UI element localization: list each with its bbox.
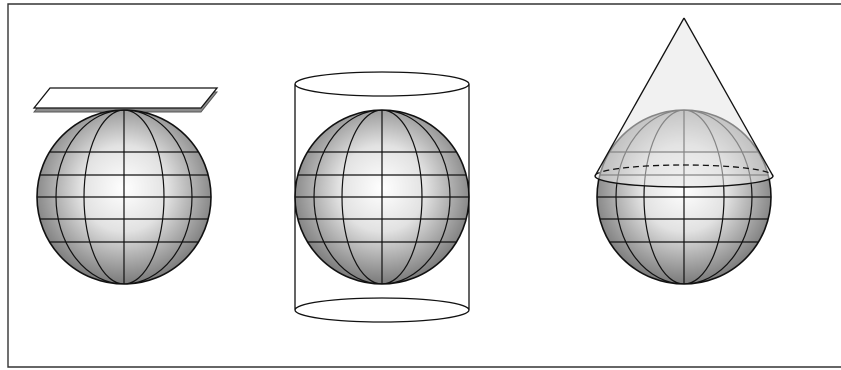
cylindrical-projection-panel xyxy=(280,72,490,322)
projection-plane xyxy=(34,88,217,108)
globe xyxy=(280,100,490,300)
globe xyxy=(20,100,230,300)
planar-projection-panel xyxy=(20,88,230,300)
projection-cone xyxy=(595,18,773,187)
conic-projection-panel xyxy=(580,18,790,300)
